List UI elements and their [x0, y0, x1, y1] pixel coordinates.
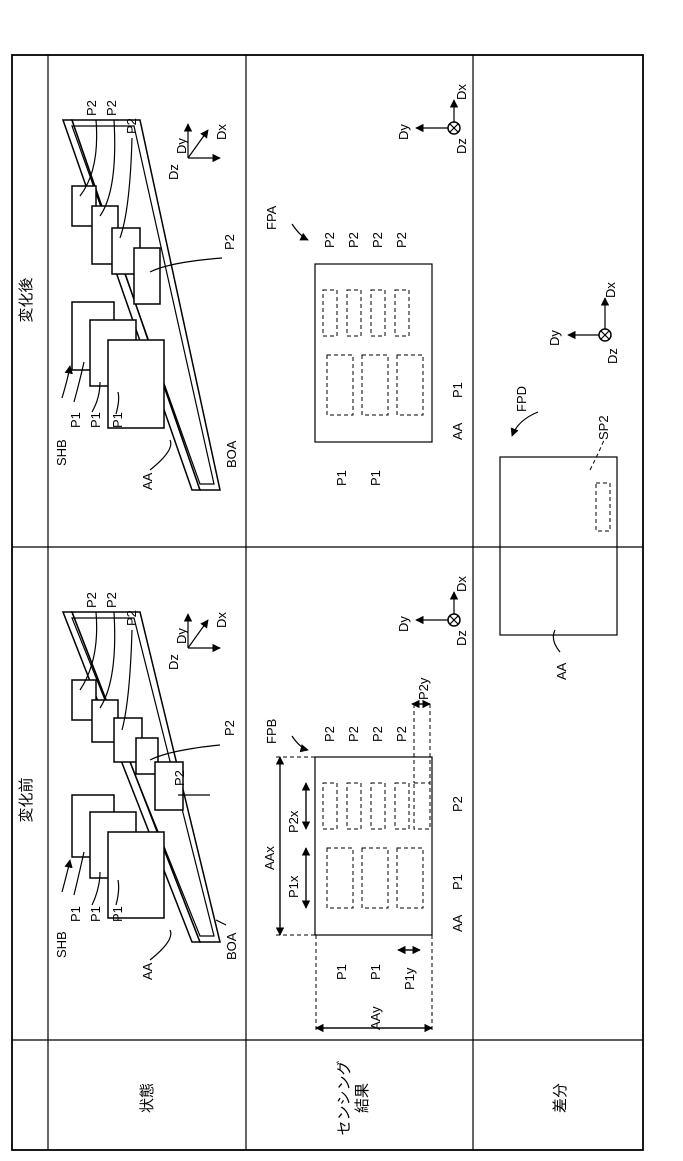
- label-boa: BOA: [224, 932, 239, 960]
- label-p2: P2: [322, 726, 337, 742]
- label-p2: P2: [370, 726, 385, 742]
- label-aa: AA: [450, 914, 465, 932]
- axis-dy: Dy: [396, 616, 411, 632]
- axis-dy: Dy: [396, 124, 411, 140]
- svg-text:センシング: センシング: [336, 1060, 353, 1135]
- sensing-after-labels: FPA P2 P2 P2 P2 P1 P1 P1 AA Dx Dy Dz: [264, 84, 469, 486]
- label-p2: P2: [450, 796, 465, 812]
- state-after-drawing: [62, 120, 222, 490]
- axis-dz: Dz: [605, 348, 620, 364]
- label-p1: P1: [88, 412, 103, 428]
- label-shb: SHB: [54, 439, 69, 466]
- label-p1: P1: [88, 906, 103, 922]
- label-fpa: FPA: [264, 205, 279, 230]
- state-before-drawing: [62, 612, 226, 960]
- axis-dx: Dx: [214, 612, 229, 628]
- label-fpb: FPB: [264, 719, 279, 744]
- svg-text:状態: 状態: [139, 1083, 156, 1113]
- label-p1: P1: [110, 412, 125, 428]
- column-header-before: 変化前: [18, 777, 35, 822]
- axis-dx: Dx: [603, 282, 618, 298]
- axis-dz: Dz: [454, 138, 469, 154]
- svg-text:差分: 差分: [552, 1083, 569, 1113]
- label-p2: P2: [222, 234, 237, 250]
- label-shb: SHB: [54, 931, 69, 958]
- label-fpd: FPD: [514, 386, 529, 412]
- label-p2: P2: [346, 232, 361, 248]
- difference-area-aa: [500, 457, 617, 635]
- sensing-before-labels: FPB P2 P2 P2 P2 P2 P2x P1x AAx P1 P1 P1 …: [262, 576, 469, 1030]
- label-aa: AA: [140, 962, 155, 980]
- label-p2x: P2x: [286, 810, 301, 833]
- difference-spot-sp2: [596, 483, 610, 531]
- label-p1: P1: [334, 470, 349, 486]
- label-sp2: SP2: [596, 415, 611, 440]
- label-p2: P2: [104, 592, 119, 608]
- label-p1: P1: [110, 906, 125, 922]
- label-p2: P2: [84, 100, 99, 116]
- axis-dz: Dz: [454, 630, 469, 646]
- label-p2: P2: [104, 100, 119, 116]
- axis-dy: Dy: [547, 330, 562, 346]
- label-p1: P1: [368, 470, 383, 486]
- label-p2: P2: [346, 726, 361, 742]
- label-p2: P2: [394, 726, 409, 742]
- label-p1x: P1x: [286, 875, 301, 898]
- label-aax: AAx: [262, 846, 277, 870]
- label-p1: P1: [334, 964, 349, 980]
- label-p1: P1: [68, 412, 83, 428]
- axis-dy: Dy: [174, 628, 189, 644]
- label-p1y: P1y: [402, 967, 417, 990]
- svg-text:変化前: 変化前: [18, 777, 35, 822]
- label-p2y: P2y: [416, 677, 431, 700]
- svg-text:変化後: 変化後: [18, 277, 35, 322]
- label-aa: AA: [450, 422, 465, 440]
- sensing-after-map: [292, 100, 460, 442]
- axis-dz: Dz: [166, 654, 181, 670]
- label-p2: P2: [322, 232, 337, 248]
- label-p2: P2: [222, 720, 237, 736]
- difference-map: [500, 298, 617, 652]
- axis-dz: Dz: [166, 164, 181, 180]
- axis-dx: Dx: [214, 124, 229, 140]
- label-p2: P2: [124, 118, 139, 134]
- label-boa: BOA: [224, 440, 239, 468]
- label-p2: P2: [172, 770, 187, 786]
- svg-text:結果: 結果: [354, 1083, 371, 1113]
- label-p1: P1: [450, 382, 465, 398]
- label-p1: P1: [68, 906, 83, 922]
- label-p1: P1: [368, 964, 383, 980]
- label-aa: AA: [140, 472, 155, 490]
- row-header-diff: 差分: [552, 1083, 569, 1113]
- column-header-after: 変化後: [18, 277, 35, 322]
- axis-dx: Dx: [454, 576, 469, 592]
- row-header-state: 状態: [139, 1083, 156, 1113]
- label-aa: AA: [554, 662, 569, 680]
- label-p2: P2: [394, 232, 409, 248]
- label-aay: AAy: [368, 1006, 383, 1030]
- label-p1: P1: [450, 874, 465, 890]
- label-p2: P2: [84, 592, 99, 608]
- label-p2: P2: [124, 610, 139, 626]
- axis-dx: Dx: [454, 84, 469, 100]
- axis-dy: Dy: [174, 138, 189, 154]
- label-p2: P2: [370, 232, 385, 248]
- row-header-sensing: センシング 結果: [336, 1060, 371, 1135]
